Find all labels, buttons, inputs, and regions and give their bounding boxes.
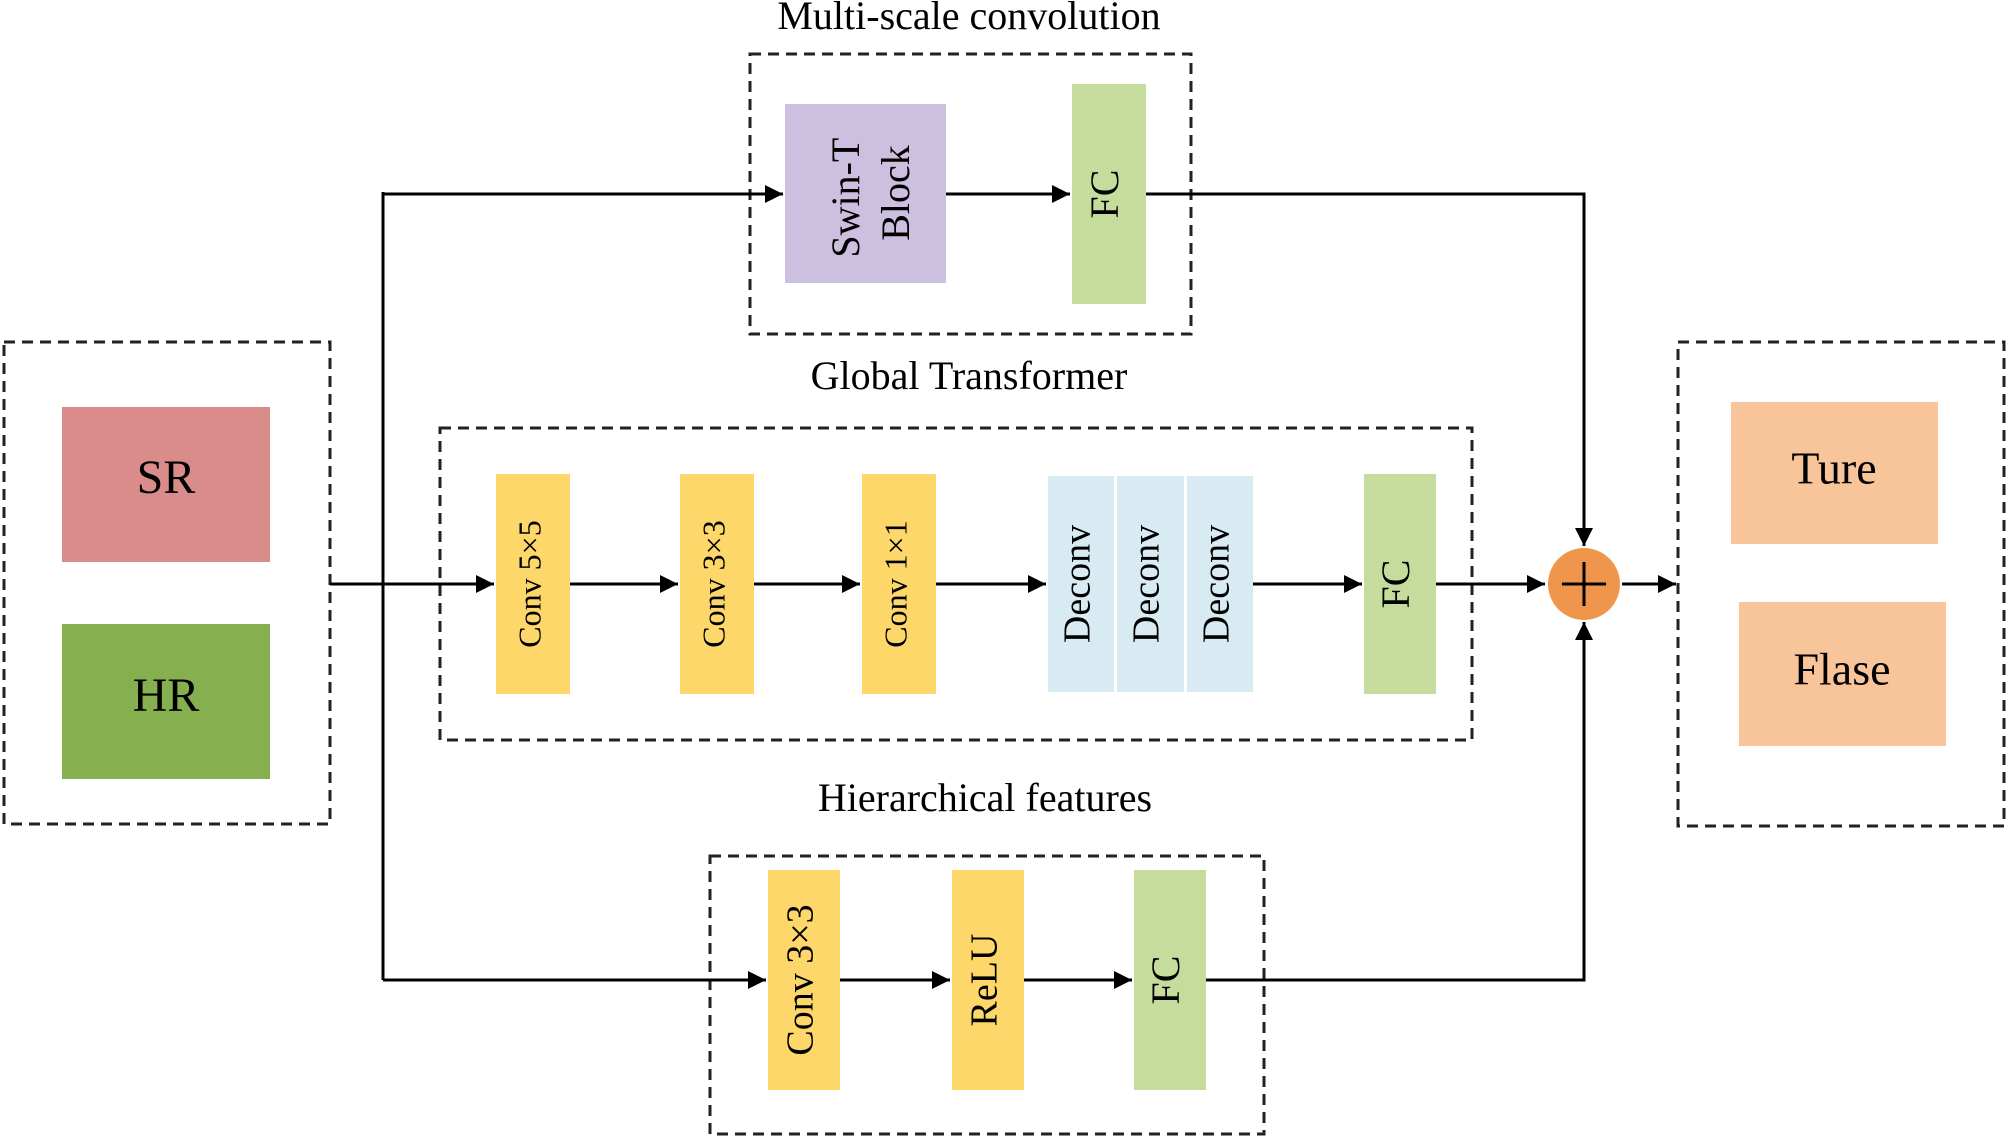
sr-label: SR: [137, 451, 196, 504]
true-label: Ture: [1791, 443, 1876, 494]
swin-label-line2: Block: [873, 145, 918, 241]
bottom-fc-block: [1134, 870, 1206, 1090]
top-fc-block: [1072, 84, 1146, 304]
arrow-bottom-to-sum: [1206, 622, 1593, 982]
deconv-block-1: [1048, 476, 1114, 692]
bottom-conv3x3-label: Conv 3×3: [780, 904, 822, 1055]
swin-label-line1: Swin-T: [823, 138, 868, 258]
deconv-label-2: Deconv: [1126, 525, 1168, 643]
bottom-branch-title: Hierarchical features: [818, 775, 1152, 820]
false-label: Flase: [1793, 644, 1890, 695]
relu-block: [952, 870, 1024, 1090]
hr-block: [62, 624, 270, 779]
conv5x5-label: Conv 5×5: [511, 520, 547, 647]
swin-label: Swin-T Block: [823, 128, 918, 257]
deconv-label-1: Deconv: [1057, 525, 1099, 643]
deconv-label-3: Deconv: [1196, 525, 1238, 643]
hr-label: HR: [133, 669, 200, 722]
plus-circle-icon: [1548, 548, 1620, 620]
bottom-fc-label: FC: [1143, 956, 1188, 1005]
top-fc-label: FC: [1082, 170, 1127, 219]
conv3x3-block: [680, 474, 754, 694]
top-branch-title: Multi-scale convolution: [777, 0, 1160, 38]
conv5x5-block: [496, 474, 570, 694]
conv1x1-block: [862, 474, 936, 694]
relu-label: ReLU: [964, 934, 1006, 1027]
arrow-top-to-sum: [1146, 192, 1593, 546]
deconv-block-3: [1187, 476, 1253, 692]
middle-fc-label: FC: [1373, 560, 1418, 609]
conv3x3-label: Conv 3×3: [695, 520, 731, 647]
bottom-conv3x3-block: [768, 870, 840, 1090]
output-panel: [1676, 340, 2006, 828]
sr-block: [62, 407, 270, 562]
false-block: [1739, 602, 1946, 746]
middle-branch-title: Global Transformer: [811, 353, 1128, 398]
middle-fc-block: [1364, 474, 1436, 694]
true-block: [1731, 402, 1938, 544]
bottom-branch-frame: [708, 854, 1266, 1136]
deconv-block-2: [1117, 476, 1184, 692]
swin-block: [785, 104, 946, 283]
conv1x1-label: Conv 1×1: [877, 520, 913, 647]
